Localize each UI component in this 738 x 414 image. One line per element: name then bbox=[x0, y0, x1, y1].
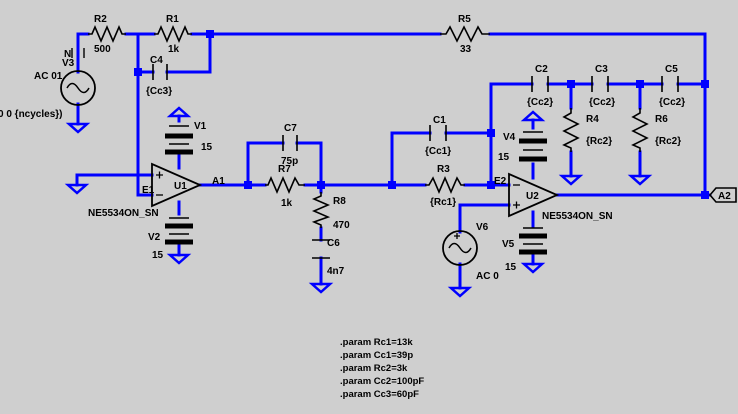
ac-source-V3 bbox=[60, 48, 96, 106]
capacitor-C5 bbox=[661, 76, 679, 92]
label-R1: R1 bbox=[166, 14, 179, 25]
value-C1: {Cc1} bbox=[425, 146, 451, 157]
opamp-U1 bbox=[151, 162, 203, 208]
ac-source-V6 bbox=[442, 230, 478, 266]
dc-source-V5 bbox=[519, 227, 547, 255]
param-line: .param Cc1=39p bbox=[340, 350, 413, 361]
resistor-R7 bbox=[265, 175, 305, 195]
label-U1: U1 bbox=[174, 181, 187, 192]
label-V3: V3 bbox=[62, 58, 75, 69]
value-C5: {Cc2} bbox=[659, 97, 685, 108]
value-R3: {Rc1} bbox=[430, 197, 456, 208]
resistor-R1 bbox=[154, 24, 192, 44]
label-C2: C2 bbox=[535, 64, 548, 75]
resistor-R3 bbox=[425, 175, 465, 195]
wires bbox=[75, 32, 712, 290]
value-C3: {Cc2} bbox=[589, 97, 615, 108]
dc-source-V1 bbox=[165, 125, 193, 155]
label-V5: V5 bbox=[502, 239, 515, 250]
value-V3: AC 01 bbox=[34, 71, 63, 82]
capacitor-C2 bbox=[531, 76, 549, 92]
ground-symbols bbox=[64, 106, 653, 298]
resistor-R5 bbox=[440, 25, 490, 43]
resistor-R4 bbox=[562, 108, 580, 152]
label-C3: C3 bbox=[595, 64, 608, 75]
capacitor-C6 bbox=[312, 239, 330, 259]
value-V5: 15 bbox=[505, 262, 517, 273]
value-C7: 75p bbox=[281, 156, 298, 167]
spice-params: .param Rc1=13k .param Cc1=39p .param Rc2… bbox=[340, 337, 424, 400]
value-C4: {Cc3} bbox=[146, 86, 172, 97]
label-C6: C6 bbox=[327, 238, 340, 249]
value-V6: AC 0 bbox=[476, 271, 499, 282]
capacitor-C3 bbox=[591, 76, 609, 92]
value-C2: {Cc2} bbox=[527, 97, 553, 108]
capacitor-C7 bbox=[282, 135, 298, 151]
label-R2: R2 bbox=[94, 14, 107, 25]
net-N: N bbox=[64, 49, 71, 60]
extra-V3: 0 0 {ncycles}) bbox=[0, 109, 63, 120]
resistor-R8 bbox=[311, 192, 331, 228]
net-E1: E1 bbox=[142, 185, 155, 196]
dc-source-V4 bbox=[519, 131, 547, 162]
value-V4: 15 bbox=[498, 152, 510, 163]
value-R5: 33 bbox=[460, 44, 472, 55]
dc-source-V2 bbox=[165, 217, 193, 245]
label-R7: R7 bbox=[278, 164, 291, 175]
resistor-R2 bbox=[88, 24, 126, 44]
value-R4: {Rc2} bbox=[586, 136, 612, 147]
param-line: .param Rc2=3k bbox=[340, 363, 408, 374]
opamp-U2 bbox=[508, 172, 560, 218]
value-V2: 15 bbox=[152, 250, 164, 261]
resistor-R6 bbox=[631, 108, 649, 152]
port-A2 bbox=[708, 187, 737, 203]
label-V4: V4 bbox=[503, 132, 516, 143]
value-R8: 470 bbox=[333, 220, 350, 231]
label-V2: V2 bbox=[148, 232, 161, 243]
capacitor-C1 bbox=[429, 125, 447, 141]
value-R1: 1k bbox=[168, 44, 180, 55]
param-line: .param Cc2=100pF bbox=[340, 376, 424, 387]
label-R5: R5 bbox=[458, 14, 471, 25]
label-C5: C5 bbox=[665, 64, 678, 75]
capacitor-C4 bbox=[152, 64, 168, 80]
label-V1: V1 bbox=[194, 121, 207, 132]
label-R6: R6 bbox=[655, 114, 668, 125]
label-R4: R4 bbox=[586, 114, 599, 125]
component-labels: R2 500 R1 1k R5 33 C4 {Cc3} V3 AC 01 0 0… bbox=[0, 14, 731, 282]
model-U2: NE5534ON_SN bbox=[542, 211, 613, 222]
label-C7: C7 bbox=[284, 123, 297, 134]
label-V6: V6 bbox=[476, 222, 489, 233]
model-U1: NE5534ON_SN bbox=[88, 208, 159, 219]
value-R7: 1k bbox=[281, 198, 293, 209]
net-A1: A1 bbox=[212, 176, 225, 187]
label-C4: C4 bbox=[150, 55, 163, 66]
param-line: .param Rc1=13k bbox=[340, 337, 413, 348]
value-V1: 15 bbox=[201, 142, 213, 153]
junctions bbox=[134, 30, 709, 199]
net-E2: E2 bbox=[494, 176, 507, 187]
value-R2: 500 bbox=[94, 44, 111, 55]
label-C1: C1 bbox=[433, 115, 446, 126]
label-R3: R3 bbox=[437, 164, 450, 175]
param-line: .param Cc3=60pF bbox=[340, 389, 419, 400]
value-R6: {Rc2} bbox=[655, 136, 681, 147]
value-C6: 4n7 bbox=[327, 266, 345, 277]
label-R8: R8 bbox=[333, 196, 346, 207]
net-A2: A2 bbox=[718, 191, 731, 202]
label-U2: U2 bbox=[526, 191, 539, 202]
